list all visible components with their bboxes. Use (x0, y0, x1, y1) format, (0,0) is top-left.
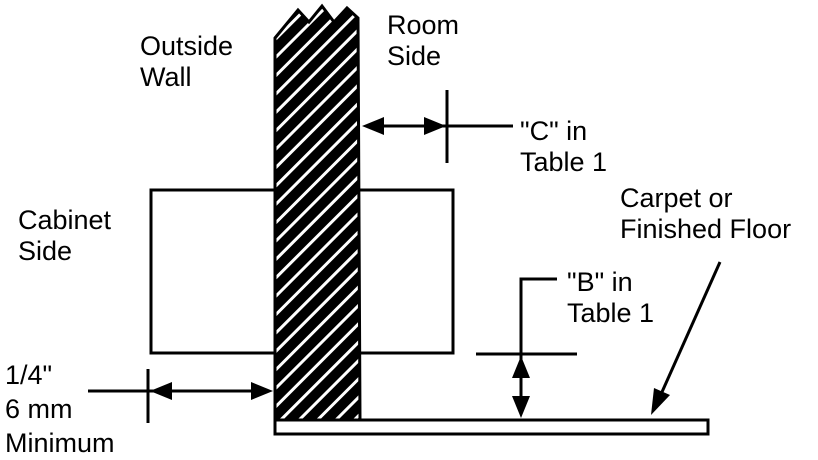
outside-wall-label: Outside Wall (140, 31, 233, 93)
minimum-gap-indicator (88, 369, 273, 423)
room-side-label-line-2: Side (387, 41, 442, 71)
cabinet-side-label-line-2: Side (18, 236, 73, 266)
dimension-c-label-line-2: Table 1 (520, 147, 608, 177)
cabinet-side-label-line-1: Cabinet (18, 205, 112, 235)
dimension-c-indicator (362, 90, 513, 163)
minimum-gap-label-line-1: 1/4" (5, 360, 53, 390)
room-side-label-line-1: Room (387, 10, 460, 40)
carpet-label: Carpet or Finished Floor (620, 183, 791, 245)
minimum-gap-label: 1/4" 6 mm Minimum (5, 358, 115, 460)
minimum-gap-label-line-2: 6 mm (5, 394, 73, 424)
room-side-label: Room Side (387, 10, 459, 72)
carpet-label-line-2: Finished Floor (620, 214, 792, 244)
dimension-b-indicator (476, 277, 577, 418)
dimension-c-label: "C" in Table 1 (520, 116, 607, 178)
minimum-gap-label-line-3: Minimum (5, 428, 115, 458)
floor-plate (273, 418, 710, 436)
cabinet-side-label: Cabinet Side (18, 205, 111, 267)
carpet-leader-arrow (651, 261, 722, 415)
dimension-b-label-line-1: "B" in (567, 267, 633, 297)
outside-wall-label-line-1: Outside (140, 31, 234, 61)
dimension-c-label-line-1: "C" in (520, 116, 588, 146)
outside-wall-label-line-2: Wall (140, 62, 192, 92)
dimension-b-label-line-2: Table 1 (567, 298, 655, 328)
dimension-b-label: "B" in Table 1 (567, 267, 654, 329)
carpet-label-line-1: Carpet or (620, 183, 733, 213)
outside-wall (273, 3, 362, 422)
